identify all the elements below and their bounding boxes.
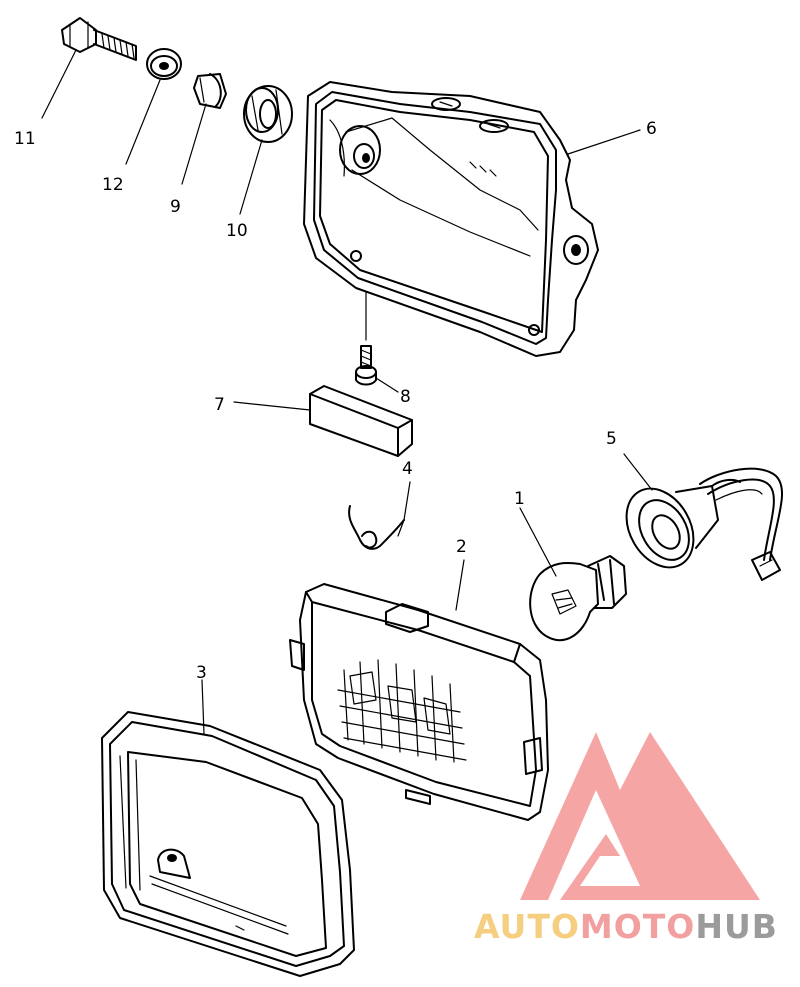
label-part-1: 1: [514, 489, 525, 509]
logo-triangle-icon: [520, 732, 760, 900]
collar-part-9: [181, 73, 227, 185]
socket-harness-part-5: [623, 453, 784, 581]
pad-part-7: [233, 385, 413, 457]
lens-unit-part-2: [289, 559, 549, 821]
part-labels: 11 12 9 10 6 8 7 4 5 1 2 3: [14, 119, 657, 683]
rim-part-3: [101, 679, 355, 977]
label-part-12: 12: [102, 175, 124, 195]
grommet-part-10: [239, 85, 293, 215]
screw-part-8: [355, 345, 399, 393]
label-part-6: 6: [646, 119, 657, 139]
label-part-5: 5: [606, 429, 617, 449]
watermark-text-hub: HUB: [695, 907, 778, 946]
label-part-2: 2: [456, 537, 467, 557]
bolt-part-11: [41, 17, 137, 119]
bulb-part-1: [519, 507, 627, 642]
watermark-text-moto: MOTO: [580, 907, 695, 946]
spring-part-4: [348, 481, 411, 550]
watermark-logo: AUTOMOTOHUB: [474, 732, 778, 946]
headlight-case-part-6: [303, 81, 641, 357]
label-part-3: 3: [196, 663, 207, 683]
watermark-text-auto: AUTO: [474, 907, 580, 946]
label-part-11: 11: [14, 129, 36, 149]
washer-part-12: [125, 48, 182, 165]
label-part-10: 10: [226, 221, 248, 241]
label-part-9: 9: [170, 197, 181, 217]
label-part-4: 4: [402, 459, 413, 479]
label-part-7: 7: [214, 395, 225, 415]
label-part-8: 8: [400, 387, 411, 407]
svg-text:AUTOMOTOHUB: AUTOMOTOHUB: [474, 907, 778, 946]
